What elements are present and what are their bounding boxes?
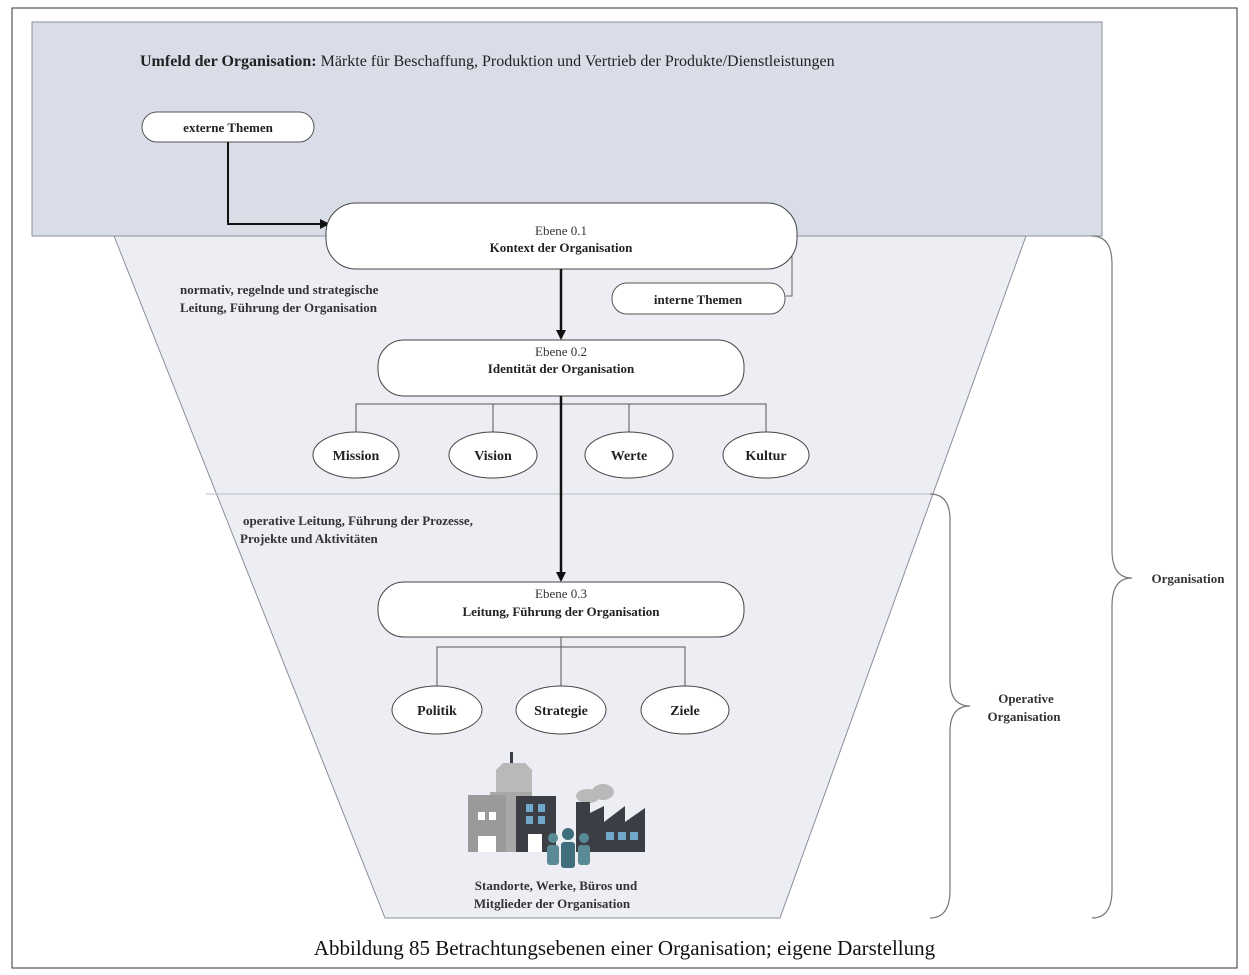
standorte-line2: Mitglieder der Organisation	[474, 896, 631, 911]
werte-label: Werte	[611, 449, 648, 464]
kultur-label: Kultur	[745, 449, 786, 464]
ebene-03-title: Leitung, Führung der Organisation	[463, 604, 661, 619]
ziele-node	[640, 685, 730, 735]
ebene-02-title: Identität der Organisation	[488, 361, 635, 376]
politik-node	[391, 685, 483, 735]
organisation-brace	[1091, 235, 1133, 919]
operative-label-line1: Operative	[998, 691, 1054, 706]
ziele-label: Ziele	[670, 704, 700, 719]
ebene-03-label: Ebene 0.3	[535, 586, 587, 601]
people-icon	[547, 828, 590, 868]
operativ-line1: operative Leitung, Führung der Prozesse,	[243, 513, 473, 528]
vision-node	[448, 431, 538, 479]
interne-themen-box	[611, 282, 786, 315]
strategie-label: Strategie	[534, 704, 588, 719]
ebene-02-label: Ebene 0.2	[535, 344, 587, 359]
werte-node	[584, 431, 674, 479]
outer-border	[11, 7, 1238, 969]
organisation-funnel	[113, 235, 1027, 919]
kultur-node	[722, 431, 810, 479]
vision-label: Vision	[474, 449, 512, 464]
ebene-01-title: Kontext der Organisation	[490, 240, 634, 255]
umfeld-title: Umfeld der Organisation: Märkte für Besc…	[140, 53, 835, 70]
operativ-line2: Projekte und Aktivitäten	[240, 531, 378, 546]
normativ-line1: normativ, regelnde und strategische	[180, 282, 379, 297]
buildings-icon	[468, 752, 556, 852]
strategie-node	[515, 685, 607, 735]
mission-node	[312, 431, 400, 479]
figure-caption: Abbildung 85 Betrachtungsebenen einer Or…	[313, 936, 936, 960]
operative-label-line2: Organisation	[988, 709, 1062, 724]
externe-arrow	[227, 142, 330, 229]
operative-brace	[929, 493, 971, 919]
politik-label: Politik	[417, 704, 457, 719]
normativ-line2: Leitung, Führung der Organisation	[180, 300, 378, 315]
standorte-line1: Standorte, Werke, Büros und	[475, 878, 638, 893]
ebene-01-label: Ebene 0.1	[535, 223, 587, 238]
externe-themen-label: externe Themen	[183, 120, 273, 135]
mission-label: Mission	[333, 449, 380, 464]
interne-themen-label: interne Themen	[654, 292, 743, 307]
organisation-label: Organisation	[1152, 571, 1226, 586]
